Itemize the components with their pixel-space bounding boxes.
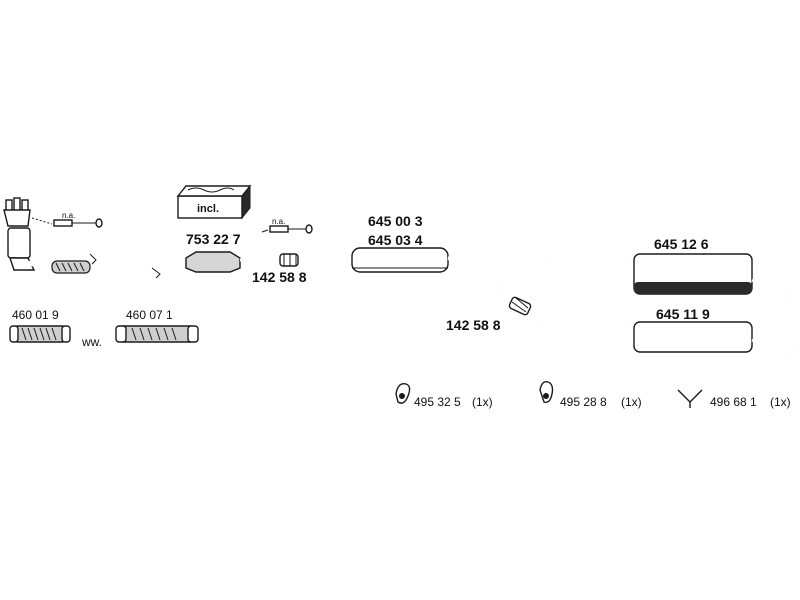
rear-silencer-645119 [539, 321, 793, 354]
part-number-645119: 645 11 9 [656, 306, 710, 322]
hanger-495325-icon [395, 383, 411, 404]
middle-silencer [317, 247, 500, 290]
part-number-645034: 645 03 4 [368, 232, 423, 248]
hanger-number-496681: 496 68 1 [710, 395, 757, 409]
hanger-qty-3: (1x) [770, 395, 791, 409]
hanger-qty-2: (1x) [621, 395, 642, 409]
hanger-495288-icon [539, 380, 554, 404]
na-label-left: n.a. [62, 211, 76, 220]
part-number-142588-b: 142 58 8 [446, 317, 501, 333]
flex-pipe-460071 [115, 325, 199, 343]
hanger-number-495325: 495 32 5 [414, 395, 461, 409]
part-number-142588-a: 142 58 8 [252, 269, 307, 285]
hanger-496681-icon [677, 389, 703, 408]
included-parts-box [176, 184, 252, 220]
incl-label: incl. [197, 203, 220, 215]
rear-silencer-645126 [545, 253, 791, 298]
front-pipe [19, 253, 190, 279]
flex-pipe-460019 [9, 325, 71, 343]
catalytic-converter-manifold [3, 197, 36, 271]
na-label-right: n.a. [272, 217, 286, 226]
part-number-645003: 645 00 3 [368, 213, 423, 229]
part-number-753227: 753 22 7 [186, 231, 241, 247]
part-number-460071: 460 07 1 [126, 308, 173, 322]
lambda-sensor-right [261, 224, 313, 234]
ww-label: ww. [82, 335, 103, 349]
catalytic-converter-753227 [185, 251, 271, 273]
clamp-142588-b [508, 296, 532, 316]
part-number-645126: 645 12 6 [654, 236, 709, 252]
clamp-142588-a [279, 253, 299, 267]
lambda-sensor-left [31, 217, 103, 228]
hanger-qty-1: (1x) [472, 395, 493, 409]
hanger-number-495288: 495 28 8 [560, 395, 607, 409]
part-number-460019: 460 01 9 [12, 308, 59, 322]
